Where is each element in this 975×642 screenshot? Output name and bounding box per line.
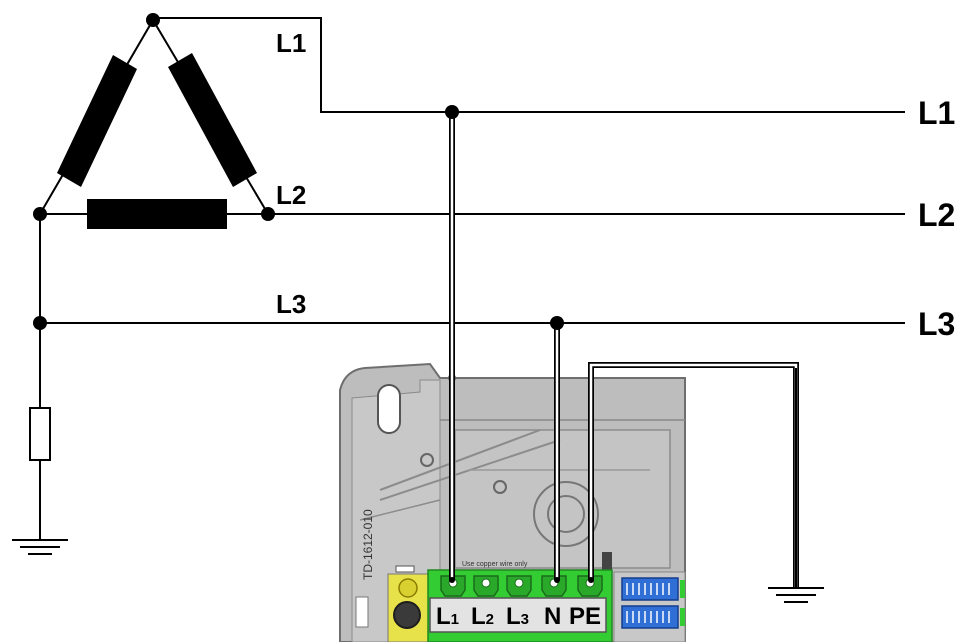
terminal-label-l1: L1	[436, 603, 459, 630]
junction-dots	[33, 13, 564, 330]
terminal-block: Use copper wire only L1 L2 L3 N PE	[427, 561, 613, 642]
wire-l1	[153, 17, 905, 113]
mounting-slot	[377, 384, 401, 434]
label-l2-corner: L2	[276, 180, 306, 210]
round-knockout	[533, 481, 599, 547]
grounding-resistor	[29, 407, 51, 461]
reset-button	[393, 601, 421, 629]
terminal-screw-3	[506, 575, 532, 597]
blue-connectors	[613, 571, 686, 642]
terminal-label-n: N	[544, 603, 561, 630]
junction-l3-left	[33, 316, 47, 330]
junction-left	[33, 207, 47, 221]
connector-lower	[621, 605, 679, 629]
label-l3-corner: L3	[276, 289, 306, 319]
terminal-label-pe: PE	[569, 603, 601, 630]
delta-source	[39, 19, 269, 229]
ground-symbol-right	[768, 587, 824, 603]
ground-symbol-left	[12, 539, 68, 555]
terminal-screw-2	[473, 575, 499, 597]
label-l2-right: L2	[918, 197, 955, 233]
meter-housing: TD-1612-010	[339, 362, 686, 642]
phase-wires	[39, 17, 905, 540]
winding-left	[57, 55, 137, 187]
status-led	[398, 578, 418, 598]
drop-wire-pe	[588, 362, 799, 588]
terminal-label-l2: L2	[471, 603, 494, 630]
junction-right	[261, 207, 275, 221]
junction-l1-tap	[445, 105, 459, 119]
label-l3-right: L3	[918, 306, 955, 342]
label-l1-corner: L1	[276, 28, 306, 58]
part-number-label: TD-1612-010	[361, 509, 375, 580]
junction-l3-tap	[550, 316, 564, 330]
junction-top	[146, 13, 160, 27]
terminal-screw-4	[541, 575, 567, 597]
connector-upper	[621, 577, 679, 601]
terminal-screw-1	[440, 575, 466, 597]
label-l1-right: L1	[918, 95, 955, 131]
wire-note: Use copper wire only	[462, 561, 528, 568]
terminal-label-box	[429, 597, 607, 633]
terminal-label-l3: L3	[506, 603, 529, 630]
winding-right	[168, 53, 257, 187]
